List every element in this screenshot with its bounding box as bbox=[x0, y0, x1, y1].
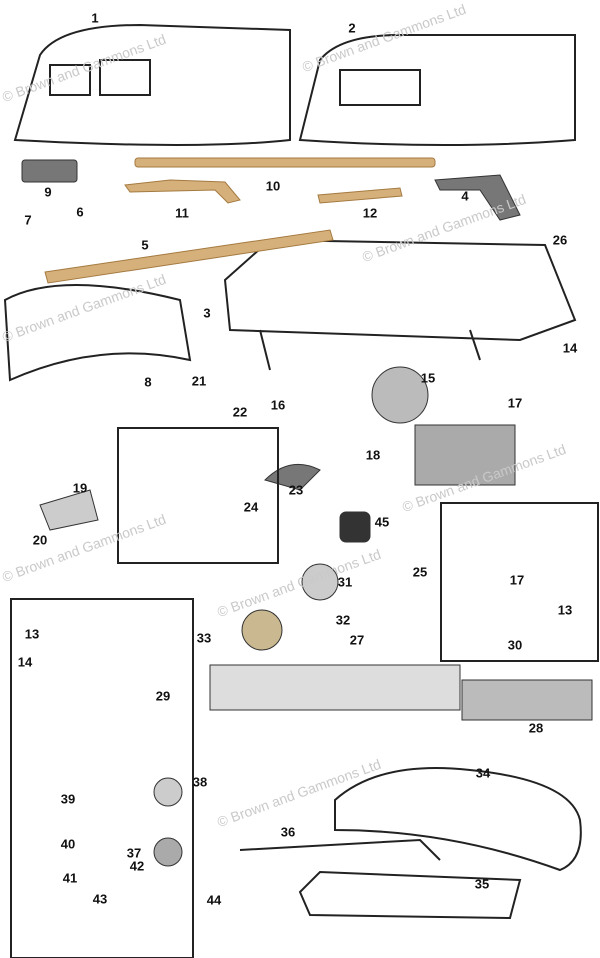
part-label: 14 bbox=[562, 340, 578, 356]
cap-31 bbox=[301, 563, 339, 601]
part-label: 17 bbox=[509, 572, 525, 588]
part-label: 15 bbox=[420, 370, 436, 386]
part-label: 13 bbox=[557, 602, 573, 618]
part-45 bbox=[339, 511, 371, 543]
disc-38 bbox=[153, 777, 183, 807]
part-label: 8 bbox=[144, 374, 152, 390]
rail-12 bbox=[317, 187, 403, 204]
part-label: 23 bbox=[288, 482, 304, 498]
part-label: 12 bbox=[362, 205, 378, 221]
part-label: 22 bbox=[232, 404, 248, 420]
part-label: 5 bbox=[141, 237, 149, 253]
bar-36 bbox=[239, 838, 441, 861]
part-label: 33 bbox=[196, 630, 212, 646]
part-label: 10 bbox=[265, 178, 281, 194]
part-label: 17 bbox=[507, 395, 523, 411]
part-label: 1 bbox=[91, 10, 99, 26]
part-label: 35 bbox=[474, 876, 490, 892]
hood-illustration-2 bbox=[298, 34, 576, 146]
part-label: 2 bbox=[348, 20, 356, 36]
part-label: 25 bbox=[412, 564, 428, 580]
part-label: 7 bbox=[24, 212, 32, 228]
part-label: 14 bbox=[17, 654, 33, 670]
hood-illustration-1 bbox=[13, 23, 291, 146]
rods-27 bbox=[209, 664, 461, 711]
part-label: 39 bbox=[60, 791, 76, 807]
part-label: 42 bbox=[129, 858, 145, 874]
hood-frame-26 bbox=[223, 238, 577, 371]
part-15 bbox=[371, 366, 429, 424]
part-label: 31 bbox=[337, 574, 353, 590]
part-label: 36 bbox=[280, 824, 296, 840]
block-9 bbox=[21, 159, 78, 183]
inset-box-22 bbox=[117, 427, 279, 564]
tonneau-34 bbox=[334, 767, 582, 872]
plate-17 bbox=[414, 424, 516, 486]
part-label: 30 bbox=[507, 637, 523, 653]
part-label: 20 bbox=[32, 532, 48, 548]
tonneau-35 bbox=[298, 870, 522, 920]
part-label: 45 bbox=[374, 514, 390, 530]
part-label: 18 bbox=[365, 447, 381, 463]
rail-10 bbox=[134, 157, 436, 168]
part-label: 19 bbox=[72, 480, 88, 496]
part-label: 34 bbox=[475, 765, 491, 781]
part-label: 28 bbox=[528, 720, 544, 736]
part-label: 29 bbox=[155, 688, 171, 704]
part-label: 26 bbox=[552, 232, 568, 248]
part-label: 41 bbox=[62, 870, 78, 886]
part-label: 11 bbox=[175, 205, 189, 221]
cap-32 bbox=[241, 609, 283, 651]
part-label: 38 bbox=[192, 774, 208, 790]
disc-37 bbox=[153, 837, 183, 867]
fasteners-28 bbox=[461, 679, 593, 721]
part-label: 21 bbox=[191, 373, 207, 389]
part-label: 9 bbox=[44, 184, 52, 200]
part-label: 44 bbox=[206, 892, 222, 908]
part-label: 43 bbox=[92, 891, 108, 907]
bracket-19 bbox=[39, 489, 99, 531]
part-label: 16 bbox=[270, 397, 286, 413]
part-label: 6 bbox=[76, 204, 84, 220]
bracket-4 bbox=[434, 174, 521, 221]
rail-5 bbox=[44, 229, 334, 284]
part-label: 13 bbox=[24, 626, 40, 642]
part-label: 4 bbox=[461, 188, 469, 204]
inset-box-13 bbox=[440, 502, 599, 662]
part-label: 32 bbox=[335, 612, 351, 628]
sidescreen-3 bbox=[3, 284, 192, 382]
rail-11 bbox=[124, 179, 241, 204]
part-label: 24 bbox=[243, 499, 259, 515]
part-label: 37 bbox=[126, 845, 142, 861]
part-label: 40 bbox=[60, 836, 76, 852]
part-label: 3 bbox=[203, 305, 211, 321]
part-label: 27 bbox=[349, 632, 365, 648]
